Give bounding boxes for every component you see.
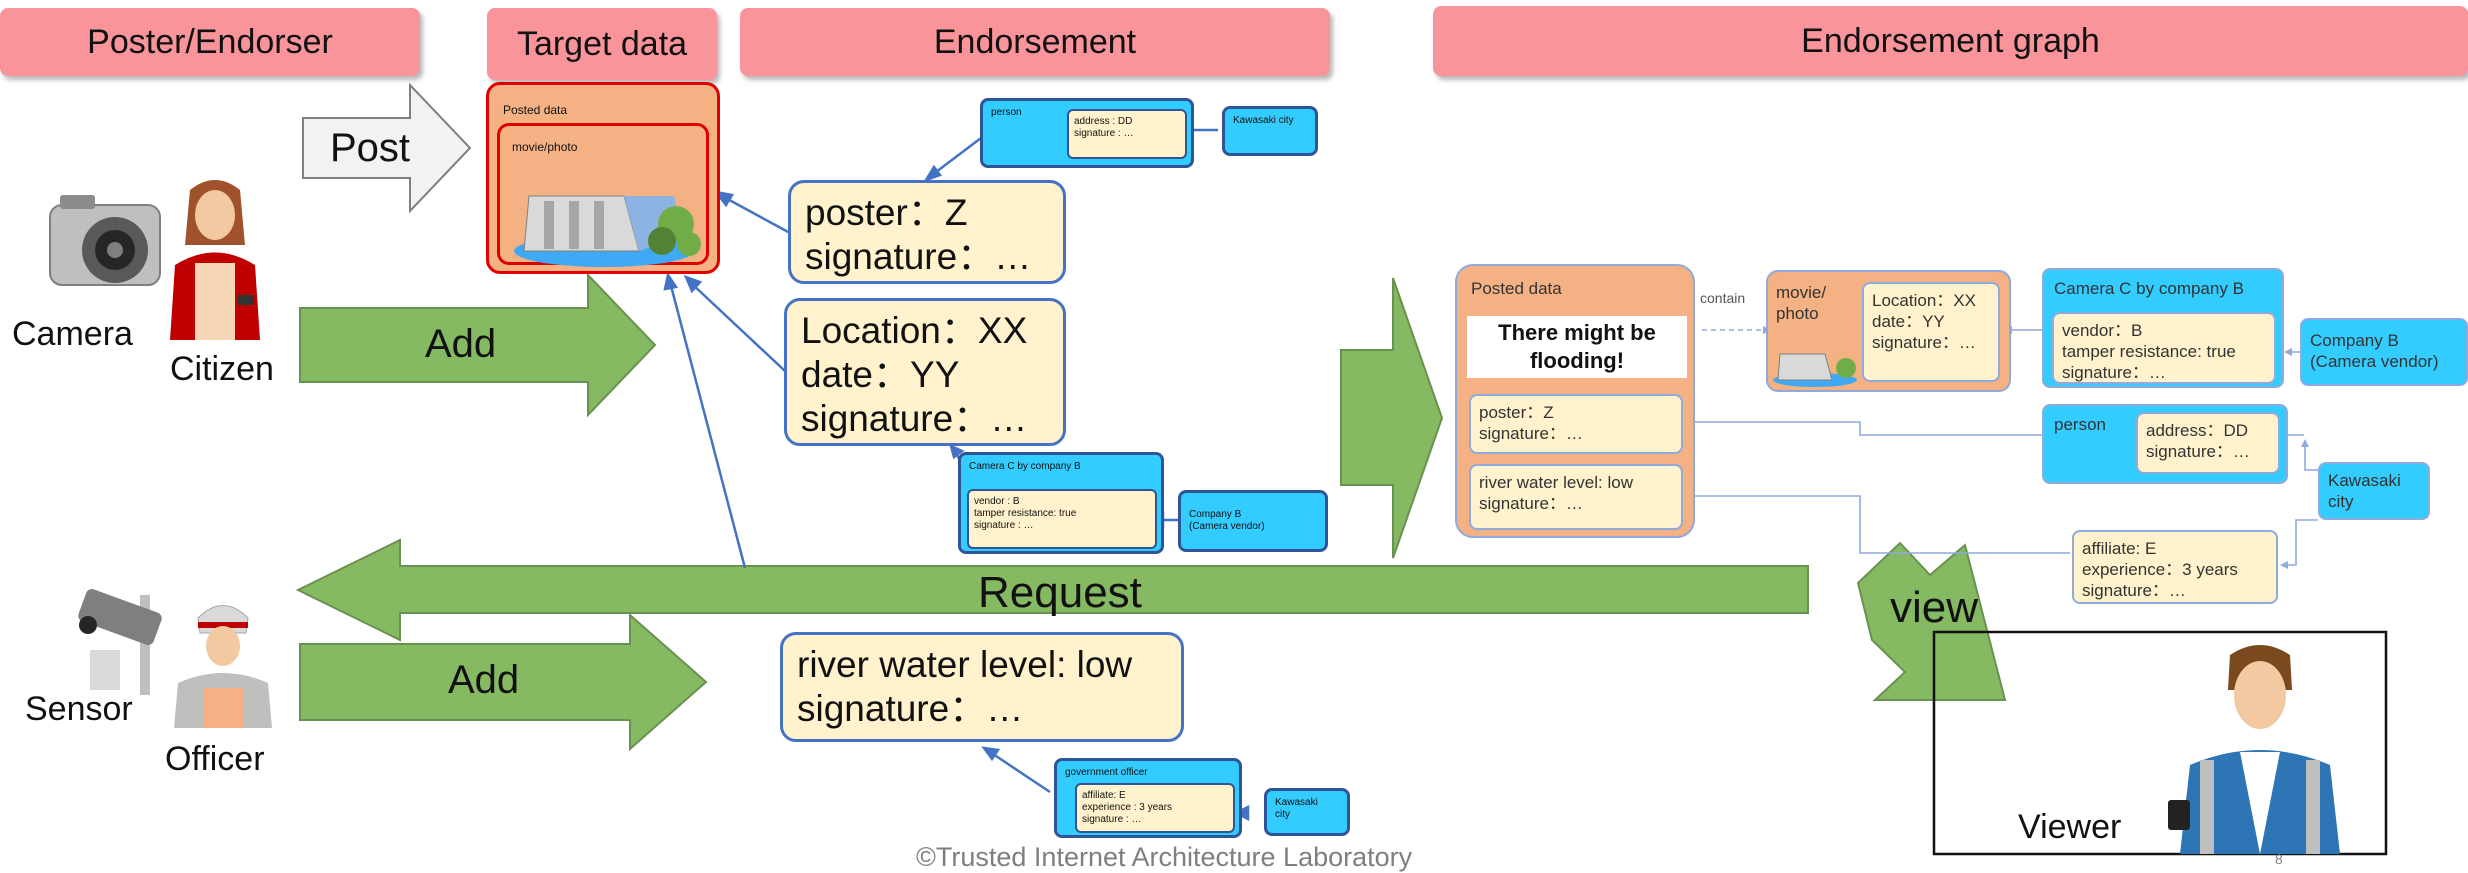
graph-camera-box: Camera C by company B vendor：B tamper re… (2042, 268, 2284, 388)
officer-endorser-box: government officer affiliate: E experien… (1054, 758, 1242, 838)
graph-movie-photo-box: movie/ photo Location：XX date：YY signatu… (1766, 270, 2011, 392)
officer-box-title: government officer (1065, 767, 1148, 778)
header-endorsement: Endorsement (740, 8, 1330, 76)
person-endorser-box: person address : DD signature : … (980, 98, 1194, 168)
header-poster-endorser: Poster/Endorser (0, 8, 420, 76)
location-date-card: Location：XX date：YY signature：… (784, 298, 1066, 446)
view-label: view (1890, 583, 1979, 632)
officer-box-inner: affiliate: E experience : 3 years signat… (1075, 783, 1235, 833)
graph-input-arrow (1340, 277, 1444, 559)
add-arrow-bottom (299, 612, 708, 752)
viewer-person-icon (2168, 645, 2340, 854)
officer-icon (174, 605, 272, 728)
copyright-footer: ©Trusted Internet Architecture Laborator… (916, 842, 1413, 872)
person-box-inner: address : DD signature : … (1067, 109, 1187, 159)
add-label-bottom: Add (448, 658, 520, 702)
graph-dam-icon (1773, 353, 1857, 387)
company-b-box: Company B (Camera vendor) (1178, 490, 1328, 552)
kawasaki-city-box: Kawasaki city (1222, 106, 1318, 156)
request-arrow (295, 538, 1809, 642)
poster-signature-card: poster：Z signature：… (788, 180, 1066, 284)
post-arrow (302, 82, 472, 214)
graph-officer-box: affiliate: E experience：3 years signatur… (2072, 530, 2278, 604)
page-number: 8 (2275, 851, 2283, 867)
camera-c-endorser-box: Camera C by company B vendor : B tamper … (958, 452, 1164, 554)
header-target-data: Target data (487, 8, 717, 80)
graph-message-box: There might be flooding! (1467, 316, 1687, 378)
graph-kawasaki-box: Kawasaki city (2318, 462, 2430, 520)
officer-label: Officer (165, 740, 265, 778)
graph-river-box: river water level: low signature：… (1469, 464, 1683, 530)
sensor-label: Sensor (25, 690, 133, 728)
sensor-icon (78, 589, 162, 695)
header-endorsement-graph: Endorsement graph (1433, 6, 2468, 76)
citizen-label: Citizen (170, 350, 274, 388)
graph-person-inner: address：DD signature：… (2136, 412, 2280, 474)
graph-location-box: Location：XX date：YY signature：… (1862, 282, 2000, 382)
camera-c-box-inner: vendor : B tamper resistance: true signa… (967, 489, 1157, 549)
request-label: Request (978, 568, 1142, 617)
graph-posted-data-box: Posted data There might be flooding! pos… (1455, 264, 1695, 538)
target-movie-photo-label: movie/photo (512, 140, 578, 154)
river-level-card: river water level: low signature：… (780, 632, 1184, 742)
camera-label: Camera (12, 315, 133, 353)
graph-company-b-box: Company B (Camera vendor) (2300, 318, 2468, 386)
post-label: Post (330, 126, 411, 170)
target-movie-photo-box: movie/photo (497, 123, 709, 267)
viewer-label: Viewer (2018, 808, 2122, 846)
graph-camera-title: Camera C by company B (2054, 279, 2244, 298)
viewer-frame (1932, 630, 2388, 856)
add-arrow-top (299, 272, 657, 418)
target-posted-data-label: Posted data (503, 103, 568, 117)
citizen-icon (170, 180, 260, 340)
add-label-top: Add (425, 322, 497, 366)
dam-image-icon (514, 195, 701, 267)
graph-contain-label: contain (1700, 290, 1746, 306)
graph-person-title: person (2054, 415, 2106, 434)
camera-icon (49, 195, 161, 286)
graph-poster-box: poster：Z signature：… (1469, 394, 1683, 454)
graph-person-box: person address：DD signature：… (2042, 404, 2288, 484)
graph-posted-data-label: Posted data (1471, 279, 1562, 298)
graph-camera-inner: vendor：B tamper resistance: true signatu… (2052, 312, 2276, 384)
camera-c-box-title: Camera C by company B (969, 461, 1081, 472)
graph-movie-photo-label: movie/ photo (1776, 283, 1827, 323)
target-posted-data-box: Posted data movie/photo (486, 82, 720, 274)
person-box-title: person (991, 107, 1022, 118)
kawasaki-city-box-2: Kawasaki city (1264, 788, 1350, 836)
